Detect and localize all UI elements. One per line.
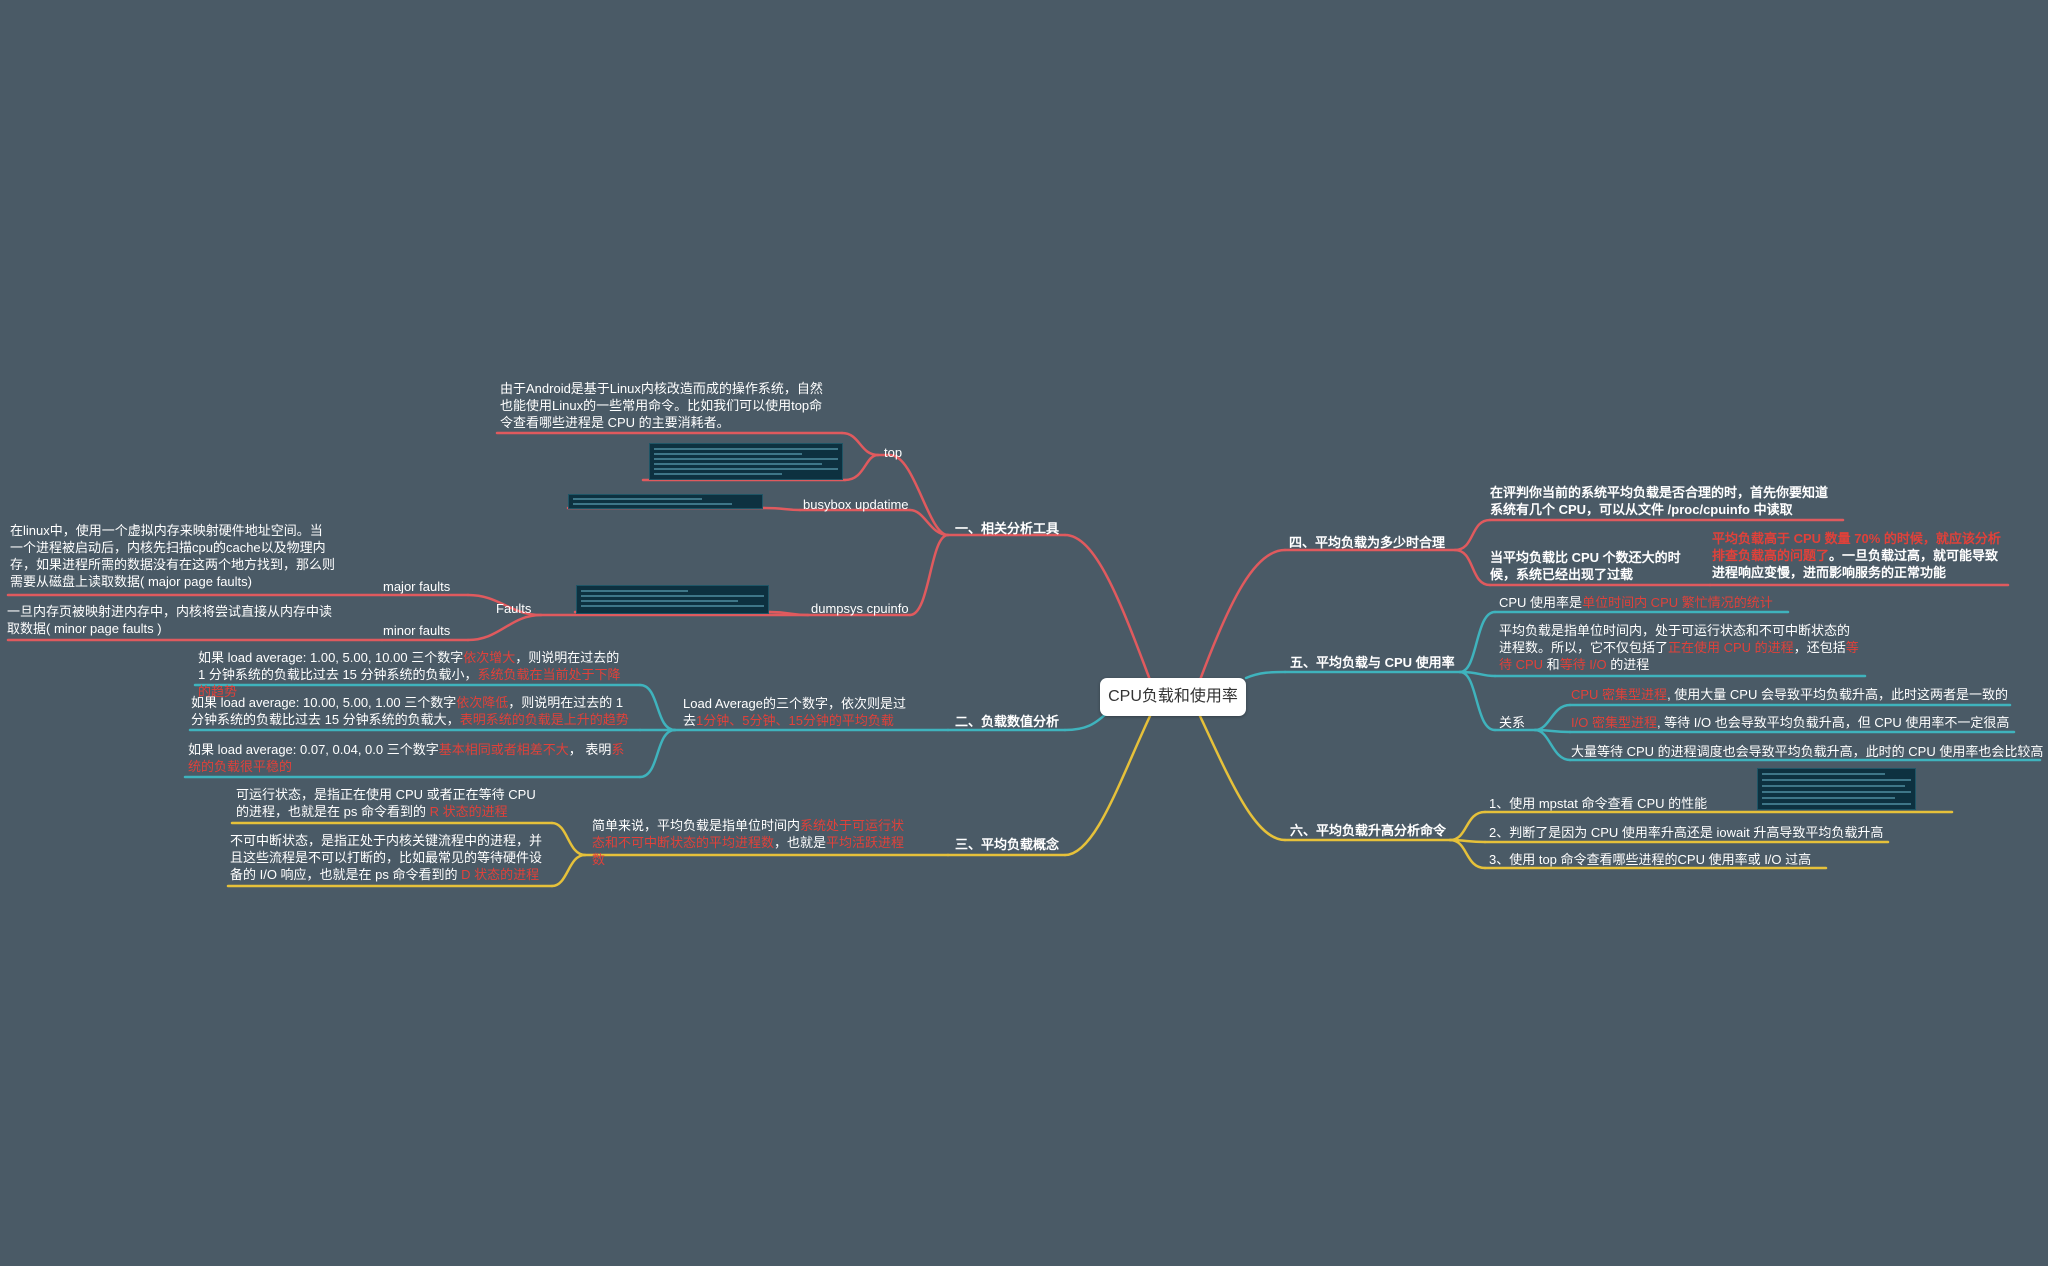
link-top-desc xyxy=(840,431,880,457)
link-b1-top xyxy=(888,453,950,537)
node-runnable-state[interactable]: 可运行状态，是指正在使用 CPU 或者正在等待 CPU 的进程，也就是在 ps … xyxy=(236,787,536,819)
node-minor-faults[interactable]: minor faults xyxy=(383,623,451,638)
node-major-faults-desc[interactable]: 在linux中，使用一个虚拟内存来映射硬件地址空间。当一个进程被启动后，内核先扫… xyxy=(10,523,336,589)
link-b4-n2 xyxy=(1453,548,1492,587)
branch-reasonable-load[interactable]: 四、平均负载为多少时合理 xyxy=(1289,535,1446,550)
link-intro-inc xyxy=(638,683,677,732)
node-70-percent[interactable]: 平均负载高于 CPU 数量 70% 的时候，就应该分析排查负载高的问题了。一旦负… xyxy=(1712,531,2001,580)
link-dumpsys-shot xyxy=(768,610,810,617)
node-uninterruptible-state[interactable]: 不可中断状态，是指正处于内核关键流程中的进程，并且这些流程是不可以打断的，比如最… xyxy=(230,833,543,882)
link-top-shot xyxy=(843,453,880,482)
node-busybox[interactable]: busybox updatime xyxy=(803,497,909,512)
node-relation-scheduling[interactable]: 大量等待 CPU 的进程调度也会导致平均负载升高，此时的 CPU 使用率也会比较… xyxy=(1571,744,2044,759)
link-b4-n1 xyxy=(1453,518,1492,552)
branch-tools[interactable]: 一、相关分析工具 xyxy=(955,521,1060,536)
node-iowait-check[interactable]: 2、判断了是因为 CPU 使用率升高还是 iowait 升高导致平均负载升高 xyxy=(1489,825,1884,840)
link-b1-busybox xyxy=(908,508,950,537)
root-topic[interactable]: CPU负载和使用率 xyxy=(1100,678,1246,716)
node-top-desc[interactable]: 由于Android是基于Linux内核改造而成的操作系统，自然也能使用Linux… xyxy=(500,381,823,430)
link-b1-dumpsys xyxy=(908,533,950,617)
node-load-increasing[interactable]: 如果 load average: 1.00, 5.00, 10.00 三个数字依… xyxy=(198,650,621,699)
link-b6-c3 xyxy=(1448,838,1487,870)
link-faults-minor xyxy=(466,613,543,642)
branch-analysis-commands[interactable]: 六、平均负载升高分析命令 xyxy=(1290,823,1447,838)
node-faults[interactable]: Faults xyxy=(496,601,532,616)
link-root-b1 xyxy=(1063,533,1152,682)
dumpsys-screenshot-image xyxy=(576,585,769,614)
node-load-stable[interactable]: 如果 load average: 0.07, 0.04, 0.0 三个数字基本相… xyxy=(188,742,625,774)
node-relation-cpu-bound[interactable]: CPU 密集型进程, 使用大量 CPU 会导致平均负载升高，此时这两者是一致的 xyxy=(1571,687,2008,702)
node-relation-io-bound[interactable]: I/O 密集型进程, 等待 I/O 也会导致平均负载升高，但 CPU 使用率不一… xyxy=(1571,715,2010,730)
node-mpstat[interactable]: 1、使用 mpstat 命令查看 CPU 的性能 xyxy=(1489,796,1708,811)
link-root-b6 xyxy=(1198,714,1287,842)
link-b5-usage xyxy=(1458,610,1497,674)
link-summary-runnable xyxy=(550,821,587,857)
node-top[interactable]: top xyxy=(884,445,903,460)
link-root-b5 xyxy=(1244,670,1287,680)
node-minor-faults-desc[interactable]: 一旦内存页被映射进内存中，内核将尝试直接从内存中读取数据( minor page… xyxy=(7,604,333,636)
node-dumpsys[interactable]: dumpsys cpuinfo xyxy=(811,601,909,616)
node-major-faults[interactable]: major faults xyxy=(383,579,451,594)
link-summary-uninterruptible xyxy=(550,853,587,888)
link-root-b4 xyxy=(1198,548,1287,682)
node-cpu-usage-def[interactable]: CPU 使用率是单位时间内 CPU 繁忙情况的统计 xyxy=(1499,595,1773,610)
link-intro-same xyxy=(638,728,677,779)
branch-load-vs-usage[interactable]: 五、平均负载与 CPU 使用率 xyxy=(1290,655,1455,670)
node-cpu-count[interactable]: 在评判你当前的系统平均负载是否合理的时，首先你要知道系统有几个 CPU，可以从文… xyxy=(1490,485,1829,517)
link-root-b3 xyxy=(1063,714,1152,857)
mpstat-screenshot-image xyxy=(1757,768,1916,810)
link-busybox-shot xyxy=(762,506,802,512)
link-faults-major xyxy=(466,593,543,617)
link-relation-cpu xyxy=(1533,703,1572,732)
busybox-screenshot-image xyxy=(568,494,763,509)
top-screenshot-image xyxy=(649,443,843,480)
node-relation[interactable]: 关系 xyxy=(1499,715,1526,730)
branch-load-concept[interactable]: 三、平均负载概念 xyxy=(955,837,1060,852)
node-load-summary[interactable]: 简单来说，平均负载是指单位时间内系统处于可运行状态和不可中断状态的平均进程数，也… xyxy=(592,818,905,867)
node-top-check[interactable]: 3、使用 top 命令查看哪些进程的CPU 使用率或 I/O 过高 xyxy=(1489,852,1812,867)
node-load-average-intro[interactable]: Load Average的三个数字，依次则是过去1分钟、5分钟、15分钟的平均负… xyxy=(683,696,906,728)
link-relation-sched xyxy=(1533,728,1572,762)
node-overload[interactable]: 当平均负载比 CPU 个数还大的时候，系统已经出现了过载 xyxy=(1490,550,1681,582)
link-b6-c1 xyxy=(1448,810,1487,842)
node-load-def[interactable]: 平均负载是指单位时间内，处于可运行状态和不可中断状态的进程数。所以，它不仅包括了… xyxy=(1499,623,1859,672)
link-b5-relation xyxy=(1458,670,1497,732)
branch-load-values[interactable]: 二、负载数值分析 xyxy=(955,714,1060,729)
node-load-decreasing[interactable]: 如果 load average: 10.00, 5.00, 1.00 三个数字依… xyxy=(191,695,629,727)
